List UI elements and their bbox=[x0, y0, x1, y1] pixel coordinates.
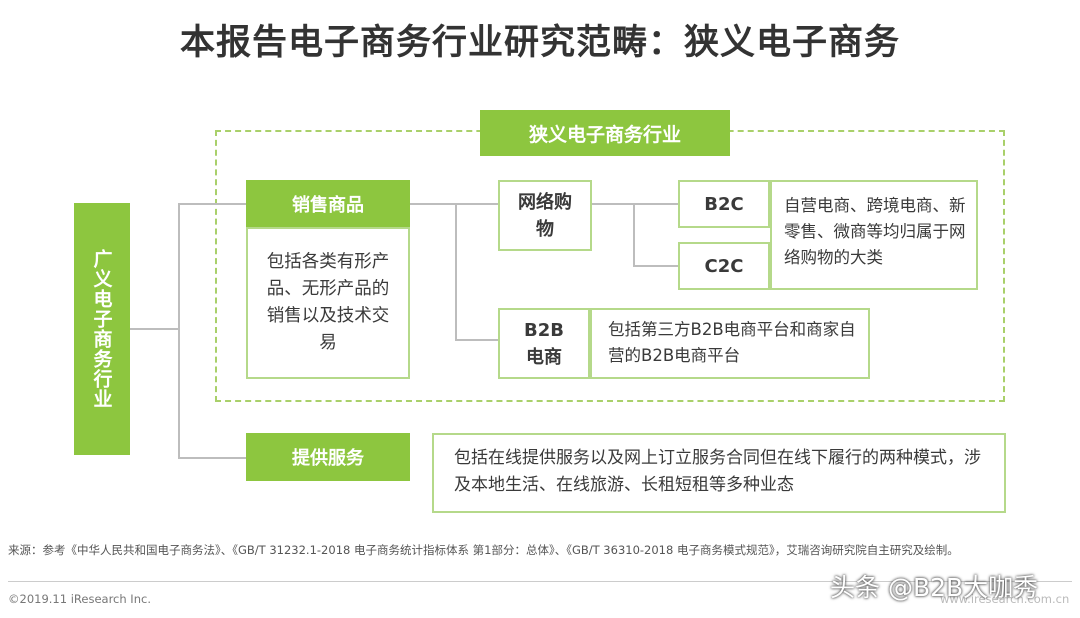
sales-goods-box: 包括各类有形产品、无形产品的销售以及技术交易 bbox=[246, 227, 410, 379]
broad-ecommerce-box: 广义电子商务行业 bbox=[74, 203, 130, 455]
online-shopping-label: 网络购物 bbox=[518, 191, 572, 240]
connector-line bbox=[633, 203, 635, 266]
b2b-description-box: 包括第三方B2B电商平台和商家自营的B2B电商平台 bbox=[590, 308, 870, 379]
connector-line bbox=[410, 203, 498, 205]
connector-line bbox=[178, 457, 246, 459]
sales-goods-header: 销售商品 bbox=[246, 180, 410, 227]
footer-divider bbox=[8, 581, 1072, 582]
c2c-box: C2C bbox=[678, 242, 770, 290]
online-shopping-description-box: 自营电商、跨境电商、新零售、微商等均归属于网络购物的大类 bbox=[770, 180, 978, 290]
watermark: 头条 @B2B大咖秀 bbox=[830, 573, 1039, 602]
connector-line bbox=[130, 328, 180, 330]
services-header: 提供服务 bbox=[246, 433, 410, 481]
b2b-label: B2B电商 bbox=[524, 319, 564, 368]
b2c-label: B2C bbox=[704, 193, 744, 215]
services-description: 包括在线提供服务以及网上订立服务合同但在线下履行的两种模式，涉及本地生活、在线旅… bbox=[454, 448, 981, 495]
online-shopping-box: 网络购物 bbox=[498, 180, 592, 251]
copyright-text: ©2019.11 iResearch Inc. bbox=[8, 592, 151, 606]
b2c-box: B2C bbox=[678, 180, 770, 228]
c2c-label: C2C bbox=[704, 255, 744, 277]
b2b-description: 包括第三方B2B电商平台和商家自营的B2B电商平台 bbox=[608, 320, 856, 365]
narrow-ecommerce-header: 狭义电子商务行业 bbox=[480, 110, 730, 156]
connector-line bbox=[633, 265, 678, 267]
b2b-box: B2B电商 bbox=[498, 308, 590, 379]
site-url: www.iresearch.com.cn bbox=[940, 592, 1070, 606]
page-title: 本报告电子商务行业研究范畴：狭义电子商务 bbox=[179, 23, 900, 63]
source-note: 来源：参考《中华人民共和国电子商务法》、《GB/T 31232.1-2018 电… bbox=[8, 543, 959, 557]
connector-line bbox=[455, 203, 457, 340]
services-description-box: 包括在线提供服务以及网上订立服务合同但在线下履行的两种模式，涉及本地生活、在线旅… bbox=[432, 433, 1006, 513]
connector-line bbox=[455, 339, 498, 341]
sales-goods-description: 包括各类有形产品、无形产品的销售以及技术交易 bbox=[266, 252, 390, 353]
connector-line bbox=[178, 203, 180, 458]
connector-line bbox=[592, 203, 678, 205]
online-shopping-description: 自营电商、跨境电商、新零售、微商等均归属于网络购物的大类 bbox=[784, 196, 966, 267]
connector-line bbox=[178, 203, 246, 205]
broad-ecommerce-label: 广义电子商务行业 bbox=[90, 249, 113, 409]
